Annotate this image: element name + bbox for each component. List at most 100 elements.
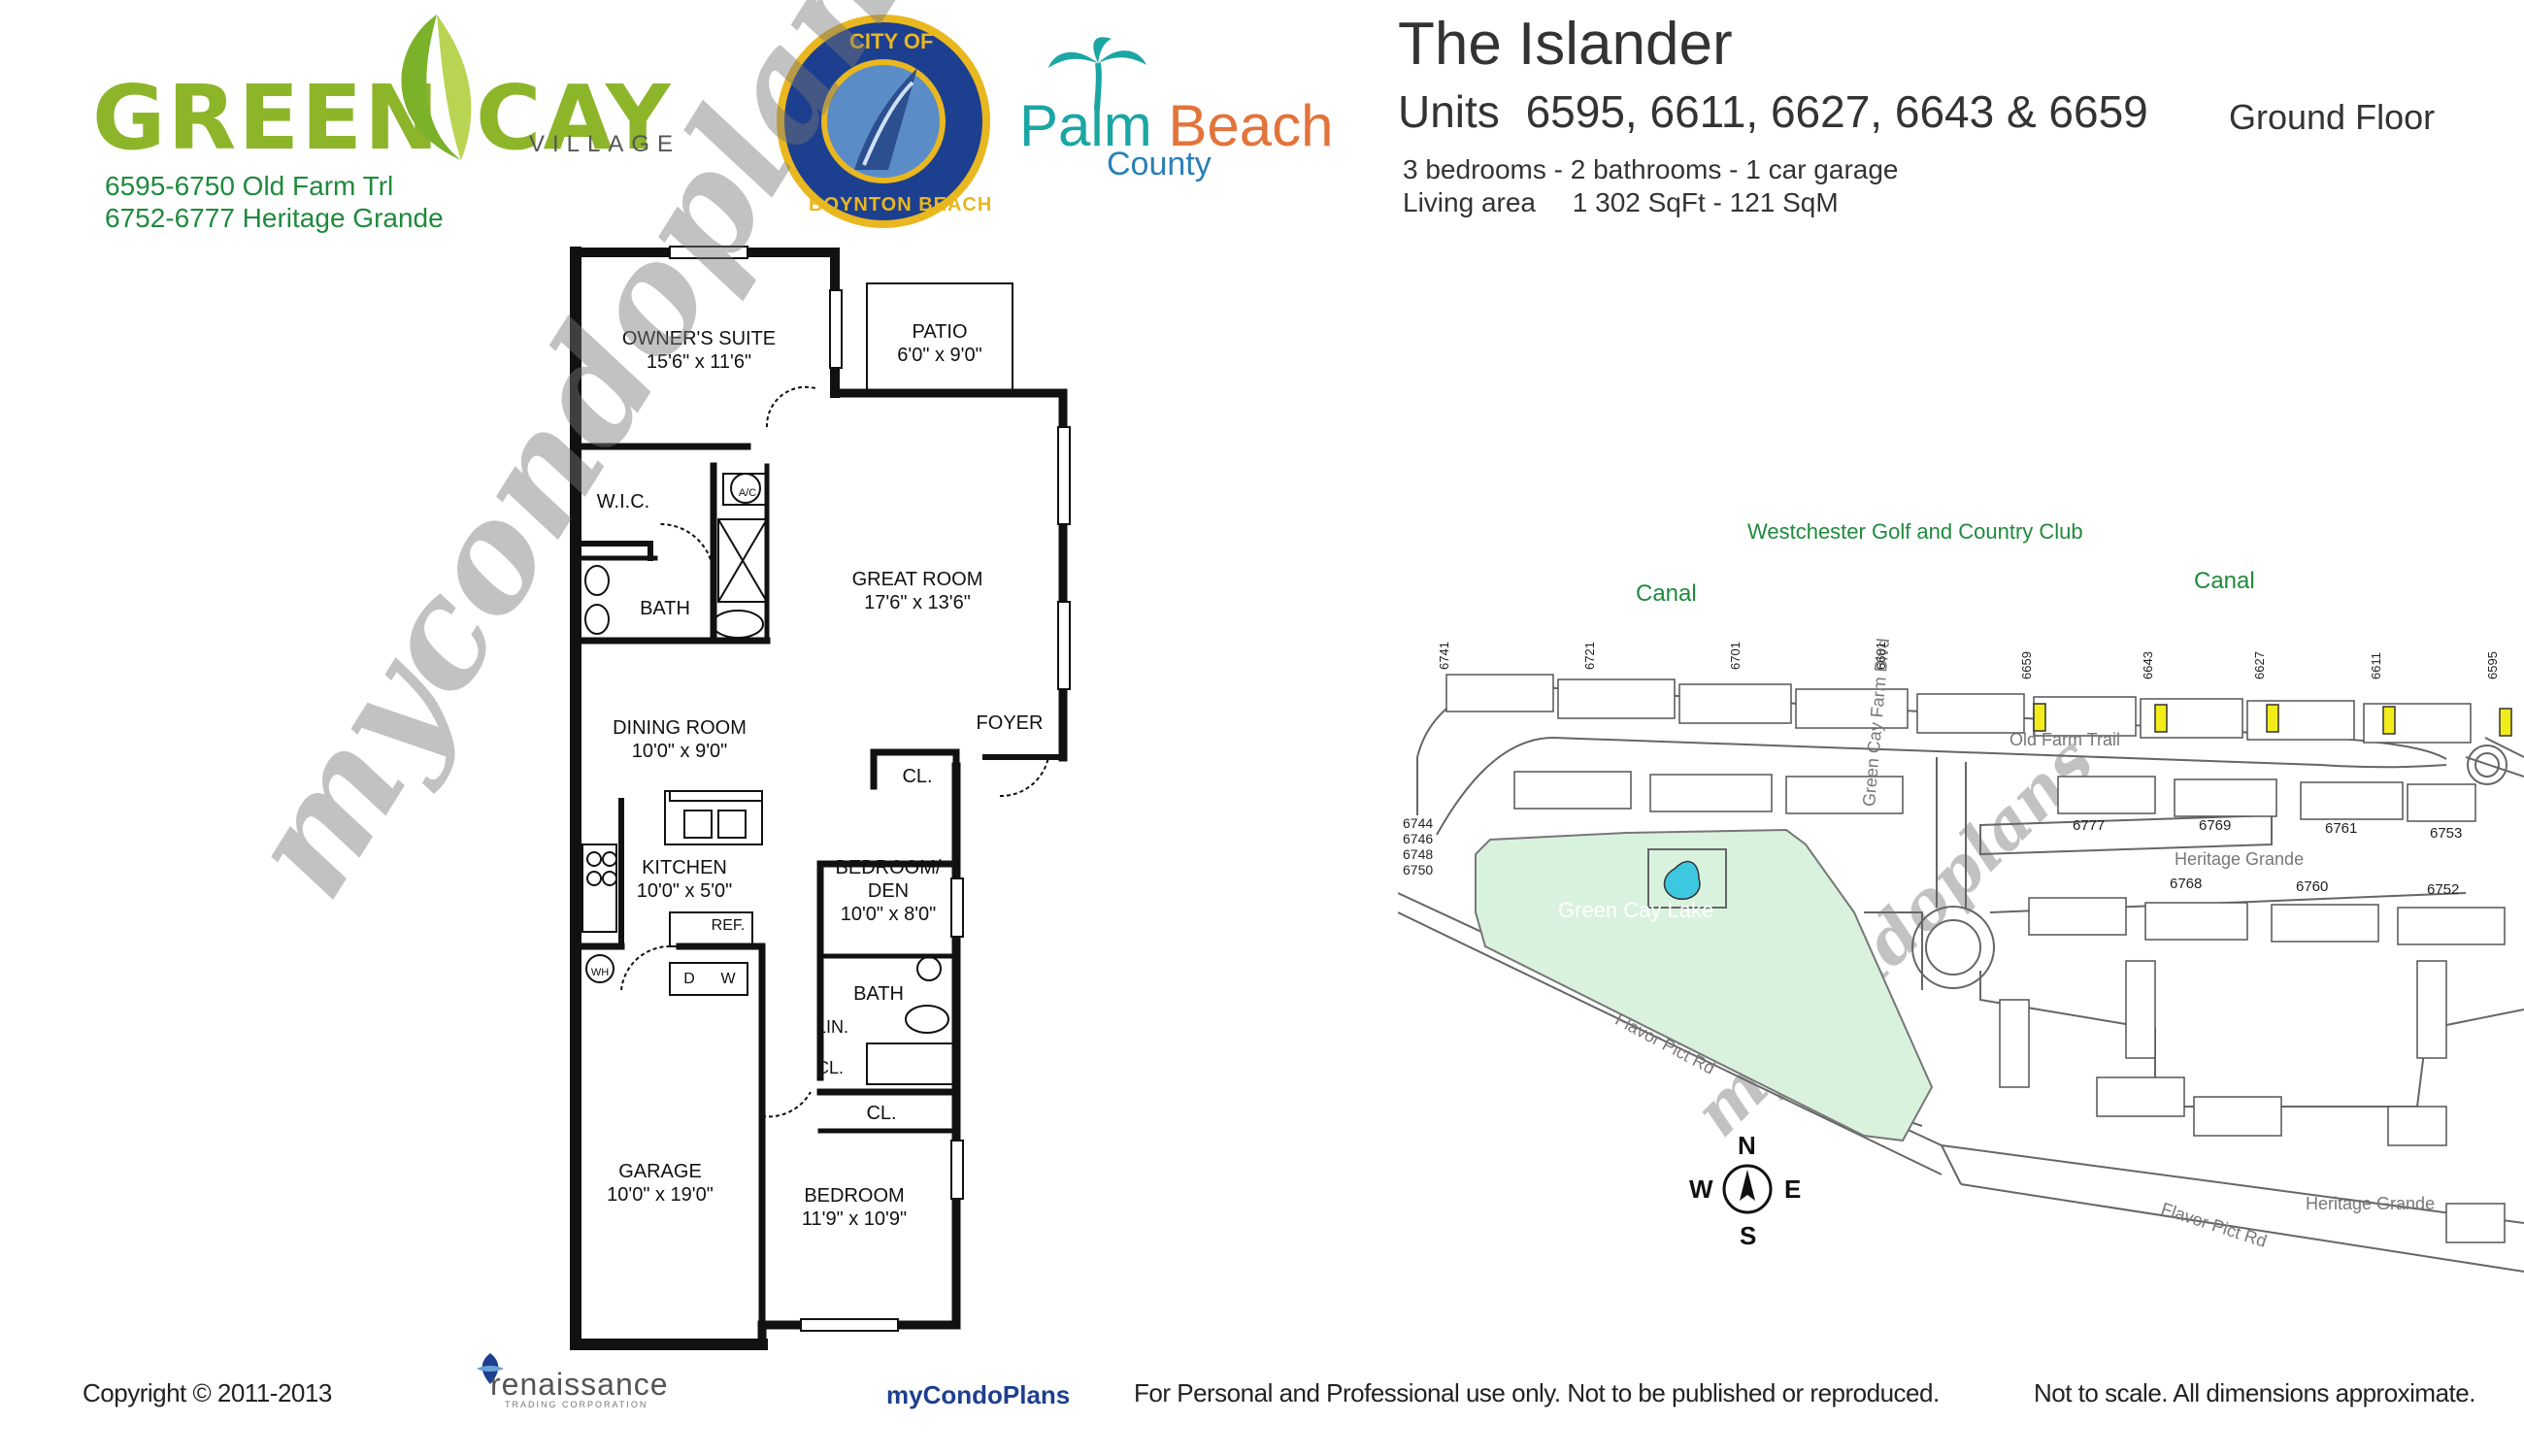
canal-right-label: Canal [2194, 568, 2255, 594]
rooms-summary: 3 bedrooms - 2 bathrooms - 1 car garage [1403, 154, 1899, 184]
copyright: Copyright © 2011-2013 [83, 1378, 332, 1407]
owners-suite-dim: 15'6" x 11'6" [646, 351, 752, 373]
plan-title: The Islander [1398, 11, 1733, 78]
patio-dim: 6'0" x 9'0" [897, 345, 982, 366]
unit-number: 6681 [1874, 642, 1888, 670]
bldg-6760: 6760 [2296, 878, 2329, 895]
bedroom-den-label-2: DEN [867, 880, 910, 902]
garage-label: GARAGE [618, 1161, 702, 1182]
ref-label: REF. [711, 917, 746, 934]
unit-number: 6721 [1582, 642, 1597, 670]
seal-bottom-text: BOYNTON BEACH [809, 194, 993, 215]
room-dining: DINING ROOM 10'0" x 9'0" [602, 716, 757, 763]
linen-label: LIN. [815, 1017, 848, 1037]
unit-6659-highlight [2033, 703, 2046, 732]
bldg-6777: 6777 [2073, 817, 2106, 834]
canal-left-label: Canal [1636, 580, 1697, 607]
bath1-label: BATH [640, 598, 690, 619]
unit-number: 6744 [1403, 815, 1434, 831]
site-plan-map [1398, 674, 2524, 1273]
renaissance-logo: renaissance TRADING CORPORATION [471, 1349, 694, 1409]
dining-room-dim: 10'0" x 9'0" [631, 741, 728, 762]
leaf-logo-icon [401, 15, 472, 160]
unit-number: 6627 [2252, 651, 2267, 679]
north-units-row-a: 6741 6721 6701 6681 [1437, 602, 1995, 670]
compass-north: N [1738, 1131, 1756, 1160]
unit-number: 6746 [1403, 831, 1434, 846]
closet2-label: CL. [815, 1058, 844, 1077]
address-line-2: 6752-6777 Heritage Grande [105, 203, 444, 233]
bedroom-label: BEDROOM [804, 1185, 905, 1207]
bedroom-den-dim: 10'0" x 8'0" [840, 904, 937, 925]
beach-text: Beach [1151, 93, 1334, 158]
bath2-label: BATH [853, 983, 904, 1005]
bldg-6761: 6761 [2325, 820, 2358, 837]
great-room-label: GREAT ROOM [851, 569, 983, 590]
logo-green-text: GREEN [92, 66, 442, 170]
site-plan: Westchester Golf and Country Club Canal … [1398, 505, 2524, 1301]
unit-6627-highlight [2266, 704, 2279, 733]
bedroom-dim: 11'9" x 10'9" [801, 1208, 908, 1230]
units-line: Units 6595, 6611, 6627, 6643 & 6659 [1398, 85, 2148, 138]
green-cay-logo: GREEN CAY VILLAGE [92, 10, 673, 170]
room-bedroom-den: BEDROOM/ DEN 10'0" x 8'0" [825, 856, 951, 926]
floor-plan-walls [570, 246, 1071, 1350]
compass-east: E [1784, 1175, 1802, 1204]
foyer-label: FOYER [976, 712, 1044, 734]
living-area-label: Living area [1403, 187, 1536, 217]
owners-suite-label: OWNER'S SUITE [621, 328, 777, 349]
units-prefix: Units [1398, 86, 1500, 137]
room-garage: GARAGE 10'0" x 19'0" [582, 1160, 738, 1207]
room-kitchen: KITCHEN 10'0" x 5'0" [621, 856, 747, 903]
golf-club-label: Westchester Golf and Country Club [1747, 519, 2083, 544]
living-area-value: 1 302 SqFt - 121 SqM [1572, 187, 1839, 217]
unit-6611-highlight [2382, 706, 2396, 735]
usage-notice: For Personal and Professional use only. … [1134, 1378, 1940, 1407]
water-heater-label: WH [590, 967, 610, 978]
seal-top-text: CITY OF [849, 29, 934, 53]
closet1-label: CL. [902, 766, 933, 787]
heritage-grande-label-2: Heritage Grande [2306, 1194, 2436, 1213]
compass-south: S [1740, 1221, 1757, 1250]
unit-number: 6741 [1437, 642, 1451, 670]
bldg-6769: 6769 [2199, 817, 2232, 834]
county-text: County [1107, 146, 1212, 182]
boynton-beach-seal: CITY OF BOYNTON BEACH [772, 10, 995, 233]
room-patio: PATIO 6'0" x 9'0" [867, 320, 1013, 367]
renaissance-mark-icon [477, 1353, 504, 1384]
washer-label: W [720, 971, 736, 987]
ac-label: A/C [738, 487, 757, 499]
kitchen-label: KITCHEN [642, 857, 727, 878]
floor-label: Ground Floor [2229, 97, 2436, 137]
wic-label: W.I.C. [596, 491, 650, 513]
unit-number: 6748 [1403, 846, 1434, 862]
unit-number: 6643 [2141, 651, 2155, 679]
floor-plan: OWNER'S SUITE 15'6" x 11'6" PATIO 6'0" x… [0, 0, 1213, 1388]
mycondoplans-logo: myCondoPlans [886, 1380, 1071, 1409]
logo-cay-text: CAY [476, 66, 673, 170]
room-owners-suite: OWNER'S SUITE 15'6" x 11'6" [602, 327, 796, 374]
bldg-6753: 6753 [2430, 825, 2463, 842]
bedroom-den-label: BEDROOM/ [835, 857, 942, 878]
heritage-grande-label-1: Heritage Grande [2175, 849, 2305, 869]
palm-tree-icon [1048, 37, 1146, 111]
green-cay-lake [1475, 828, 1934, 1142]
closet3-label: CL. [866, 1103, 897, 1124]
dining-room-label: DINING ROOM [613, 717, 747, 739]
renaissance-subtext: TRADING CORPORATION [505, 1400, 648, 1409]
room-great-room: GREAT ROOM 17'6" x 13'6" [825, 568, 1010, 614]
unit-6595-highlight [2499, 708, 2512, 737]
bldg-6752: 6752 [2427, 881, 2460, 898]
old-farm-trail-label: Old Farm Trail [2009, 730, 2121, 749]
unit-6643-highlight [2154, 704, 2168, 733]
living-area: Living area 1 302 SqFt - 121 SqM [1403, 186, 1839, 219]
west-units: 6744 6746 6748 6750 [1403, 815, 1433, 877]
compass-west: W [1689, 1175, 1713, 1204]
unit-number: 6611 [2369, 652, 2383, 679]
renaissance-text: renaissance [490, 1367, 669, 1402]
outer-wall [570, 247, 768, 1350]
garage-dim: 10'0" x 19'0" [607, 1184, 714, 1206]
compass-rose-icon [1722, 1164, 1773, 1214]
window [669, 246, 748, 259]
north-units-row-b: 6659 6643 6627 6611 6595 [2005, 602, 2519, 679]
